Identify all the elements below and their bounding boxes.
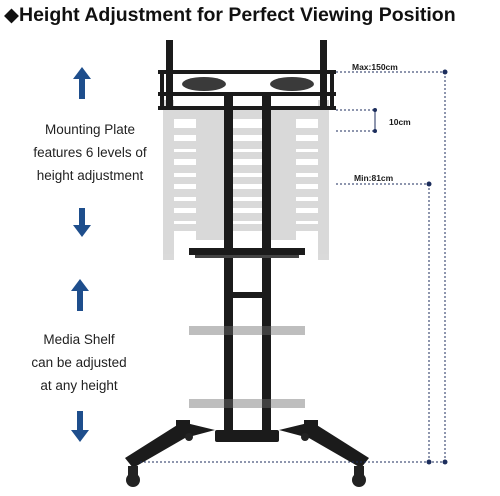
min-height-label: Min:81cm: [354, 173, 394, 183]
max-height-label: Max:150cm: [352, 62, 398, 72]
ghost-mounting-plates: [163, 100, 329, 260]
caption-line: features 6 levels of: [33, 145, 147, 160]
stand-base: [125, 420, 369, 468]
caption-line: Media Shelf: [43, 332, 115, 347]
dimension-lines: [140, 71, 446, 463]
step-height-label: 10cm: [389, 117, 411, 127]
page-title: ◆Height Adjustment for Perfect Viewing P…: [4, 4, 456, 26]
caption-line: height adjustment: [36, 168, 144, 183]
mounting-plate-caption: Mounting Plate features 6 levels of heig…: [5, 118, 175, 187]
dimension-end-dots: [373, 69, 448, 465]
media-shelf: [189, 248, 305, 258]
caption-line: Mounting Plate: [44, 122, 136, 137]
ghost-shelves: [189, 326, 305, 408]
caption-line: at any height: [40, 378, 118, 393]
mounting-plate: [158, 40, 336, 110]
caption-line: can be adjusted: [31, 355, 127, 370]
stand-poles: [224, 96, 271, 441]
caster-wheels: [126, 433, 366, 487]
media-shelf-caption: Media Shelf can be adjusted at any heigh…: [0, 328, 164, 397]
